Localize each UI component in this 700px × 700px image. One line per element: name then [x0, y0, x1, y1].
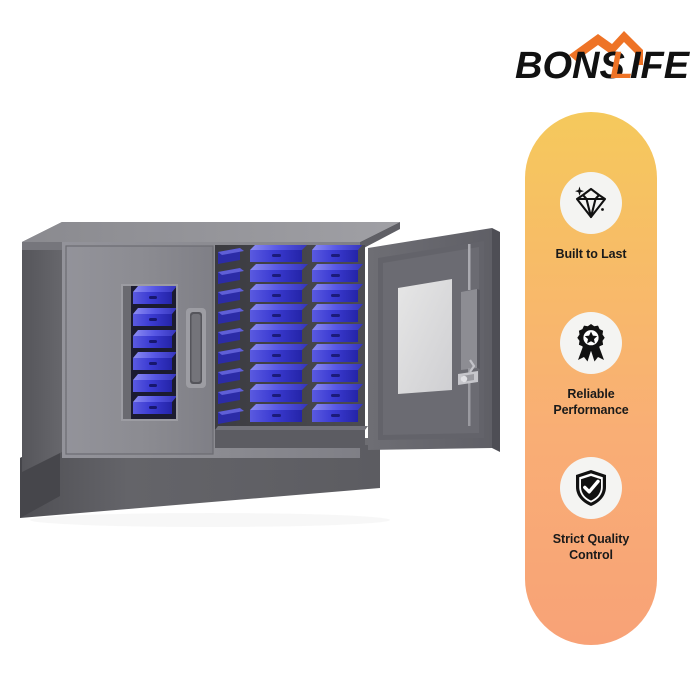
diamond-icon: [571, 184, 611, 222]
recessed-handle: [186, 308, 206, 388]
brand-name-part-3: IFE: [630, 45, 691, 86]
feature-panel: Built to Last Reliable Performance: [525, 112, 657, 645]
closed-left-door: [65, 245, 214, 455]
feature-label: Strict Quality Control: [552, 532, 630, 562]
feature-label: Built to Last: [555, 247, 627, 261]
brand-logo: BONS L IFE: [512, 28, 694, 86]
brand-name-part-1: BONS: [515, 45, 625, 86]
feature-icon-circle: [560, 172, 622, 234]
house-roof-icon: [569, 31, 643, 65]
feature-icon-circle: [560, 457, 622, 519]
cabinet-left-side: [22, 222, 62, 472]
blue-storage-bins-column-2: [312, 245, 363, 422]
door-window: [121, 284, 178, 421]
feature-label: Reliable Performance: [553, 387, 629, 417]
door-frosted-panel: [398, 279, 452, 394]
shield-check-icon: [572, 468, 610, 508]
feature-item-reliable-performance: Reliable Performance: [525, 312, 657, 418]
blue-storage-bins-column-0: [218, 248, 244, 424]
lock-key: [458, 359, 478, 385]
blue-storage-bins-window: [133, 286, 177, 414]
open-interior: [215, 245, 368, 448]
feature-icon-circle: [560, 312, 622, 374]
product-photo-metal-storage-cabinet: [0, 200, 520, 560]
open-right-door: [368, 228, 500, 452]
door-lock-mechanism: [461, 244, 480, 426]
blue-storage-bins-column-1: [250, 245, 308, 422]
brand-name-part-2: L: [610, 45, 633, 86]
feature-item-strict-quality-control: Strict Quality Control: [525, 457, 657, 563]
award-ribbon-icon: [572, 323, 610, 363]
feature-item-built-to-last: Built to Last: [525, 172, 657, 262]
